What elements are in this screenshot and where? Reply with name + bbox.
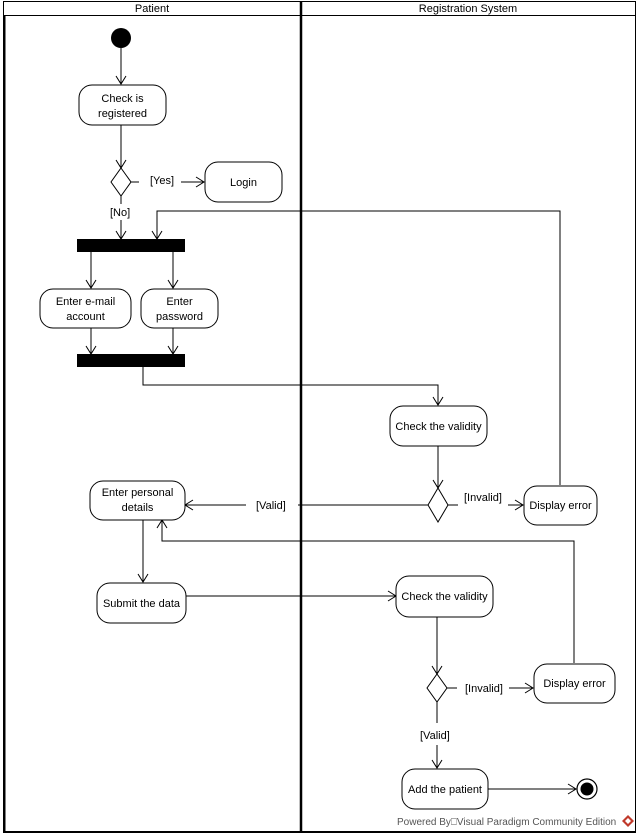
edge-personal-to-submit: [137, 520, 149, 583]
action-login-label: Login: [230, 177, 257, 189]
action-display-error-1-label: Display error: [529, 500, 592, 512]
join-bar: [77, 354, 185, 367]
edge-error2-loop: [156, 519, 575, 663]
action-enter-email-line2: account: [66, 311, 105, 323]
edge-decision-to-login: [131, 176, 205, 188]
guard-yes: [Yes]: [150, 175, 174, 187]
edge-submit-to-validity2: [186, 590, 397, 602]
final-node: [576, 778, 598, 800]
edge-join-to-validity1: [142, 367, 444, 406]
action-check-registered-line2: registered: [98, 108, 147, 120]
edge-fork-to-email: [85, 252, 97, 289]
edge-add-to-end: [488, 783, 577, 795]
guard-valid-1: [Valid]: [256, 500, 286, 512]
action-display-error-2: Display error: [533, 663, 616, 704]
action-login: Login: [204, 161, 283, 203]
decision-registered: [110, 167, 132, 197]
action-enter-email-line1: Enter e-mail: [56, 296, 115, 308]
vp-logo-icon: [622, 815, 634, 827]
initial-node: [111, 28, 131, 48]
edge-decision2-to-error2: [447, 682, 534, 694]
guard-no: [No]: [110, 207, 130, 219]
action-display-error-2-label: Display error: [543, 678, 606, 690]
footer-powered-by: Powered By⎕Visual Paradigm Community Edi…: [397, 817, 616, 828]
decision-validity-1: [427, 487, 449, 523]
action-add-patient-label: Add the patient: [408, 784, 482, 796]
edge-email-to-join: [85, 328, 97, 355]
action-check-registered: Check is registered: [78, 84, 167, 126]
action-check-validity-2: Check the validity: [395, 575, 494, 618]
action-enter-personal-details: Enter personal details: [89, 480, 186, 521]
edge-decision-to-error1: [448, 499, 524, 511]
action-check-registered-line1: Check is: [101, 93, 144, 105]
action-submit-data-label: Submit the data: [103, 598, 181, 610]
edge-fork-to-password: [167, 252, 179, 289]
edge-decision-to-personal: [184, 499, 428, 511]
action-check-validity-1-label: Check the validity: [395, 421, 482, 433]
guard-invalid-1: [Invalid]: [464, 492, 502, 504]
guard-invalid-2: [Invalid]: [465, 683, 503, 695]
edge-error1-loop: [151, 210, 561, 485]
edge-check-to-decision: [115, 125, 127, 169]
action-enter-email: Enter e-mail account: [39, 288, 132, 329]
action-enter-personal-line2: details: [122, 502, 154, 514]
guard-valid-2: [Valid]: [420, 730, 450, 742]
edge-validity1-to-decision: [432, 446, 444, 489]
action-display-error-1: Display error: [523, 485, 598, 526]
action-add-patient: Add the patient: [401, 768, 489, 810]
lane-title-patient: Patient: [135, 3, 169, 15]
lane-title-registration-system: Registration System: [419, 3, 517, 15]
action-enter-personal-line1: Enter personal: [102, 487, 174, 499]
edges: [85, 48, 577, 795]
action-enter-password: Enter password: [140, 288, 219, 329]
edge-password-to-join: [167, 328, 179, 355]
decision-validity-2: [426, 673, 448, 703]
action-enter-password-line2: password: [156, 311, 203, 323]
fork-bar: [77, 239, 185, 252]
action-check-validity-2-label: Check the validity: [401, 591, 488, 603]
edge-start-to-check: [115, 48, 127, 85]
swimlanes: Patient Registration System: [3, 1, 636, 833]
action-submit-data: Submit the data: [96, 582, 187, 624]
action-check-validity-1: Check the validity: [389, 405, 488, 447]
edge-validity2-to-decision: [431, 617, 443, 675]
action-enter-password-line1: Enter: [166, 296, 193, 308]
lane-frame: [3, 1, 636, 833]
edge-decision2-to-add: [431, 702, 443, 769]
